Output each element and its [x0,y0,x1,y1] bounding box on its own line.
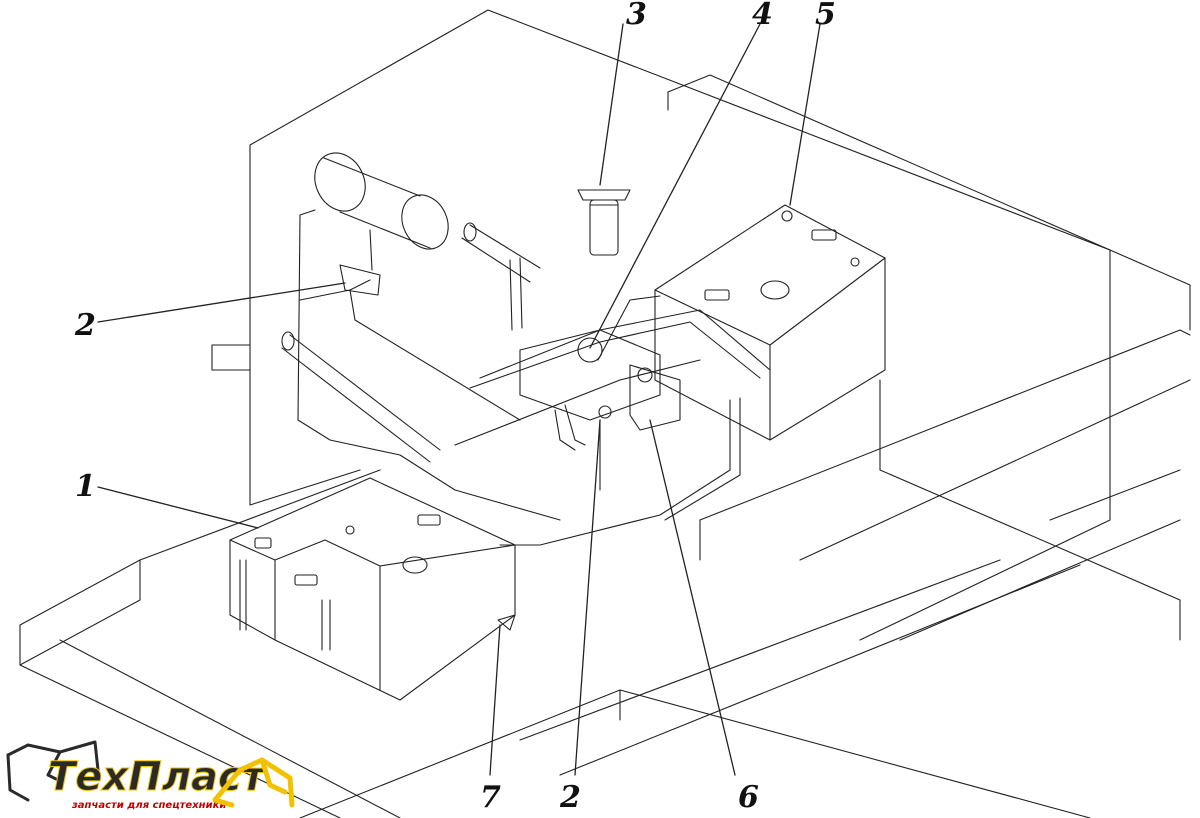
excavator-right-icon [212,757,295,808]
callout-4: 4 [752,0,773,32]
brand-watermark: ТехПласт запчасти для спецтехники [6,740,295,811]
flex-hoses [281,222,541,463]
callout-1: 1 [75,469,96,504]
chassis-frame [19,329,1191,818]
callout-6: 6 [738,780,759,815]
callout-numbers: 1 2 3 4 5 7 2 6 [74,0,836,815]
callout-3: 3 [626,0,647,32]
callout-2-left: 2 [74,308,96,343]
leader-lines [97,23,821,776]
callout-2-bottom: 2 [559,780,581,815]
callout-5: 5 [815,0,836,32]
brand-name: ТехПласт [48,754,268,800]
brand-tagline: запчасти для спецтехники [71,800,226,811]
fuel-tank-1 [229,477,516,701]
callout-7: 7 [480,780,501,815]
fuel-tank-5 [654,204,886,441]
excavator-left-icon [6,740,100,802]
fuel-filter-3 [577,189,631,256]
cab-outline [211,9,1191,641]
receiver-cylinder [314,152,449,250]
fuel-lines [297,209,771,546]
